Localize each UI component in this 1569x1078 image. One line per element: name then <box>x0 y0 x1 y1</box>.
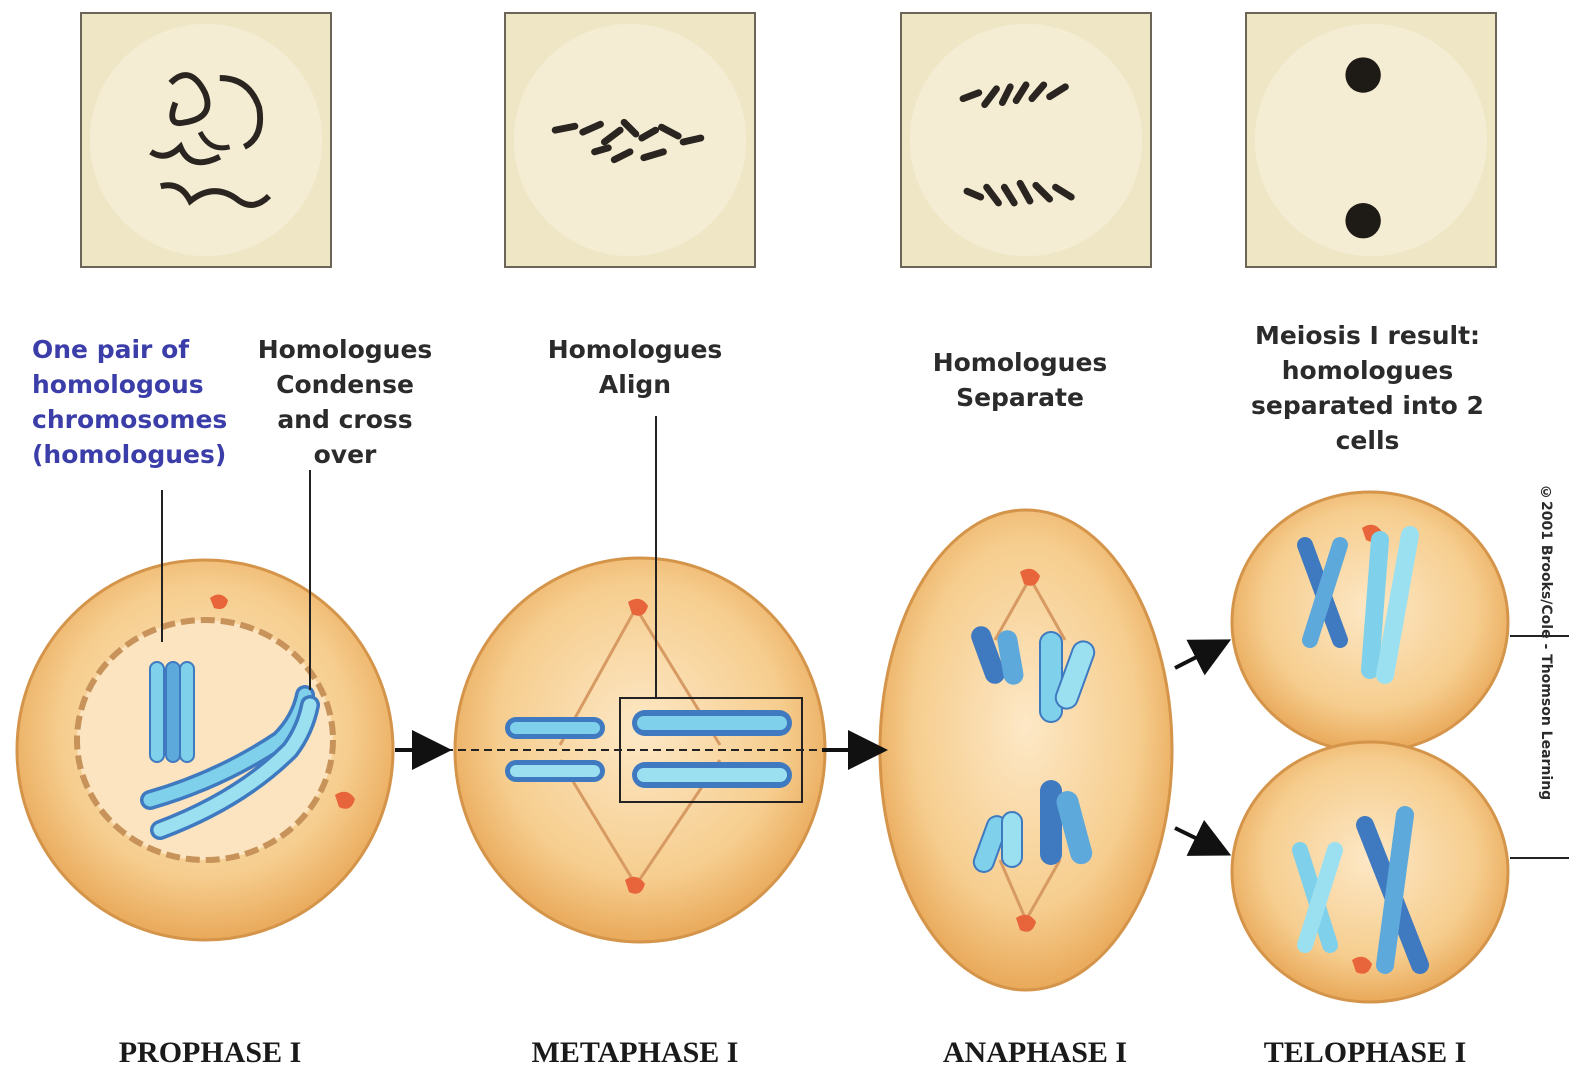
label-align: Homologues Align <box>530 332 740 402</box>
anaphase-cell <box>880 510 1172 990</box>
phase-title-prophase: PROPHASE I <box>80 1036 340 1070</box>
phase-title-metaphase: METAPHASE I <box>505 1036 765 1070</box>
phase-title-anaphase: ANAPHASE I <box>905 1036 1165 1070</box>
label-result: Meiosis I result: homologues separated i… <box>1235 318 1500 458</box>
copyright-notice: ©2001 Brooks/Cole - Thomson Learning <box>1538 485 1554 800</box>
arrow-to-telophase-top <box>1175 643 1224 668</box>
label-separate: Homologues Separate <box>915 345 1125 415</box>
label-condense: Homologues Condense and cross over <box>240 332 450 472</box>
chromosome-pair-small <box>150 662 194 762</box>
prophase-cell <box>17 560 393 940</box>
label-homologous-pair: One pair of homologous chromosomes (homo… <box>32 332 227 472</box>
telophase-cells <box>1232 492 1508 1002</box>
arrow-to-telophase-bottom <box>1175 828 1224 852</box>
phase-title-telophase: TELOPHASE I <box>1235 1036 1495 1070</box>
